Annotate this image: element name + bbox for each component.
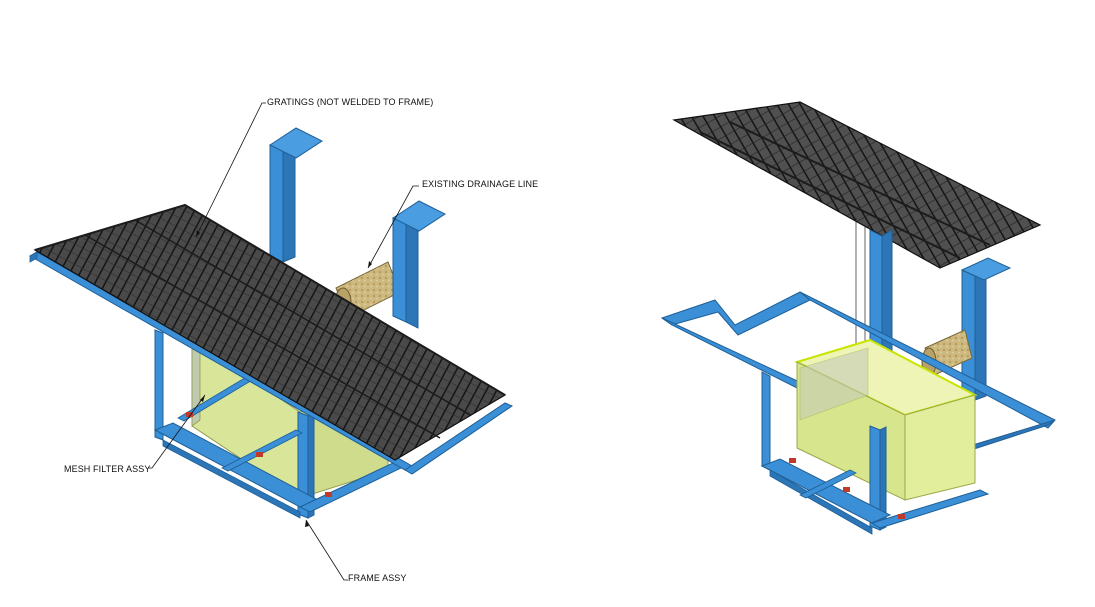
grating-panel-exploded xyxy=(672,101,1042,269)
leader-frame xyxy=(305,519,348,581)
arrowhead xyxy=(196,230,200,237)
foot-pad xyxy=(325,492,332,497)
frame-assembly xyxy=(153,329,407,519)
foot-pad xyxy=(256,452,263,457)
exploded-isometric-view xyxy=(660,101,1056,535)
foot-pad xyxy=(843,487,850,492)
leader-mesh-filter xyxy=(148,394,206,469)
callout-drainage-line: EXISTING DRAINAGE LINE xyxy=(422,179,539,189)
assembled-isometric-view xyxy=(28,102,514,581)
arrowhead xyxy=(305,520,309,527)
explosion-lines xyxy=(855,218,866,352)
leader-drainage xyxy=(367,185,419,269)
mesh-filter-box xyxy=(794,338,978,501)
grating-panel xyxy=(33,203,507,461)
foot-pad xyxy=(789,458,796,463)
callout-frame-assy: FRAME ASSY xyxy=(348,573,407,583)
leader-gratings xyxy=(195,102,266,238)
top-frame-rail xyxy=(28,251,514,475)
callout-mesh-filter: MESH FILTER ASSY xyxy=(64,464,151,474)
leader-lines xyxy=(148,102,419,581)
callout-gratings: GRATINGS (NOT WELDED TO FRAME) xyxy=(267,97,434,107)
arrowhead xyxy=(368,261,372,268)
foot-pad xyxy=(898,514,905,519)
frame-post-back-right xyxy=(391,200,447,329)
frame-assembly xyxy=(760,371,990,535)
arrowhead xyxy=(200,395,205,402)
foot-pad xyxy=(186,412,193,417)
frame-post-back-left xyxy=(268,127,324,263)
